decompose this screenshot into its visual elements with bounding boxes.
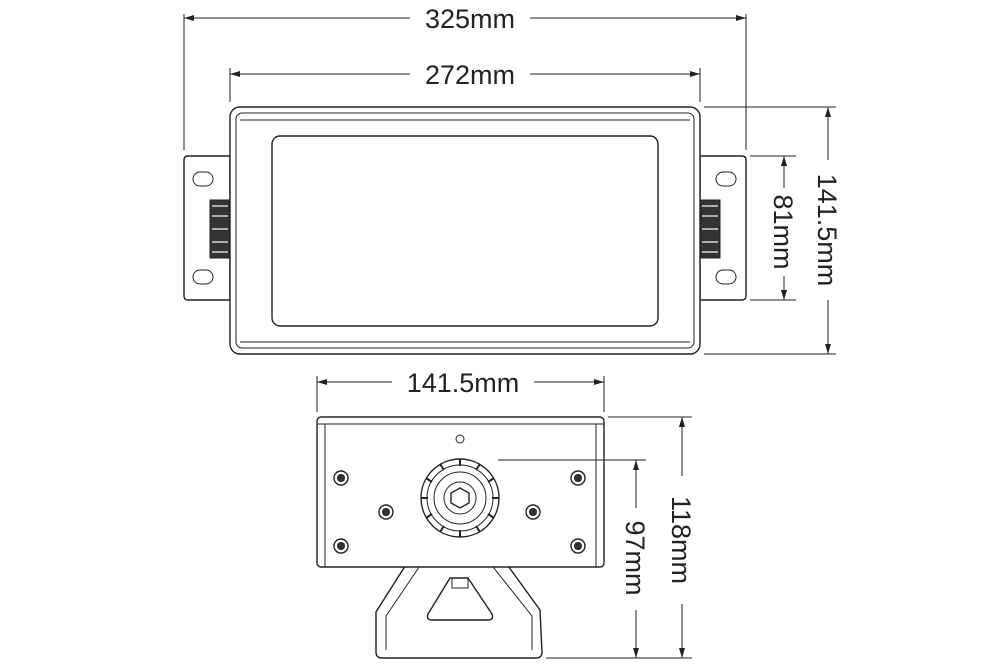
dimension-height: 118mm [546,416,696,659]
dim-label-depth: 141.5mm [407,368,520,398]
dimension-bracket-height: 81mm [750,155,798,301]
dim-label-overall-width: 325mm [425,4,515,34]
screw-bottom-left [333,538,349,554]
stand-slot [426,577,494,621]
vent-hole [455,434,465,444]
housing-inner-frame [235,112,695,349]
left-bracket-slot-bottom [192,269,214,285]
front-lens [271,135,659,327]
left-bracket-slot-top [192,171,214,187]
right-mounting-bracket [699,155,747,301]
pivot-knob [420,458,500,538]
side-view [316,416,605,659]
dim-label-housing-width: 272mm [425,60,515,90]
right-bracket-slot-top [715,171,737,187]
screw-mid-right [525,504,541,520]
right-adjust-knob [699,199,721,259]
front-view [183,106,747,355]
dim-label-height: 118mm [666,496,696,584]
screw-bottom-right [570,538,586,554]
dimension-pivot-height: 97mm [498,459,650,658]
right-bracket-slot-bottom [715,269,737,285]
left-adjust-knob [209,199,231,259]
stand-slot-insert [451,577,469,589]
dim-label-bracket-height: 81mm [768,194,798,269]
screw-top-right [570,470,586,486]
fixture-housing [229,106,701,355]
dimension-overall-width: 325mm [183,4,747,150]
dim-label-pivot-height: 97mm [620,520,650,595]
screw-mid-left [378,504,394,520]
left-mounting-bracket [183,155,231,301]
dimension-overall-height: 141.5mm [704,106,842,355]
screw-top-left [333,470,349,486]
dimension-housing-width: 272mm [229,60,701,102]
dim-label-overall-height: 141.5mm [812,174,842,287]
dimension-depth: 141.5mm [316,368,605,412]
